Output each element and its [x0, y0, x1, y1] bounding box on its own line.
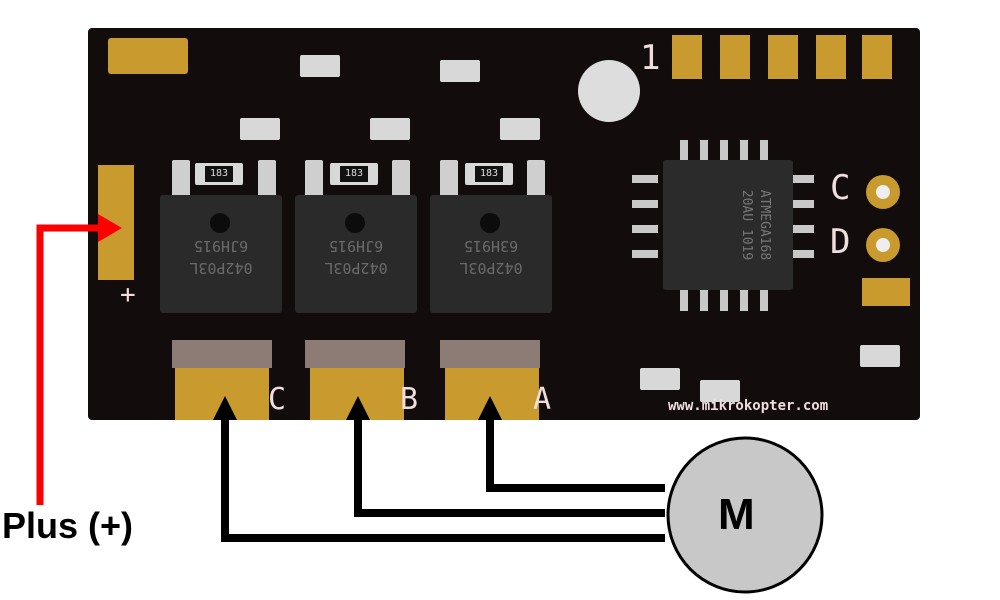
mcu-pin: [632, 200, 658, 208]
header-pad: [862, 35, 892, 79]
phase-b-wire: [354, 412, 665, 517]
plus-label: Plus (+): [2, 505, 134, 546]
smd-resistor: [500, 118, 540, 140]
pin-one-label: 1: [640, 38, 661, 78]
mosfet-leg: [440, 160, 458, 202]
phase-c-label: C: [268, 382, 287, 417]
mcu-pin: [760, 285, 768, 311]
phase-b-label: B: [400, 382, 419, 417]
mosfet-leg: [258, 160, 276, 202]
resistor-marking: 183: [205, 166, 233, 182]
smd-resistor: [240, 118, 280, 140]
resistor-marking: 183: [475, 166, 503, 182]
pad-d-hole: [866, 228, 900, 262]
mosfet-leg: [392, 160, 410, 202]
mcu-pin: [680, 285, 688, 311]
mcu-pin: [632, 175, 658, 183]
phase-c-arrowhead: [213, 396, 237, 420]
mosfet-mark: [480, 213, 500, 233]
mcu-pin: [720, 285, 728, 311]
mcu-pin: [700, 140, 708, 166]
pad-d-label: D: [830, 222, 851, 262]
header-pad: [672, 35, 702, 79]
mosfet-mark: [210, 213, 230, 233]
phase-b-arrowhead: [346, 396, 370, 420]
header-pad: [768, 35, 798, 79]
mosfet-tab: [305, 340, 405, 368]
mcu-pin: [720, 140, 728, 166]
mosfet-leg: [172, 160, 190, 202]
mosfet-tab: [172, 340, 272, 368]
motor-symbol: [666, 436, 824, 594]
header-pad: [816, 35, 846, 79]
header-pad: [720, 35, 750, 79]
board-plus-label: +: [120, 280, 136, 310]
mcu-pin: [740, 140, 748, 166]
mcu-pin: [632, 225, 658, 233]
mounting-hole: [578, 60, 640, 122]
gate-resistor: 183: [465, 163, 513, 185]
mcu-pin: [680, 140, 688, 166]
plus-wire: [36, 224, 100, 505]
motor-label: M: [718, 490, 755, 539]
mcu-pin: [760, 140, 768, 166]
mosfet-tab: [440, 340, 540, 368]
smd-resistor: [640, 368, 680, 390]
smd-resistor: [440, 60, 480, 82]
mcu-pin: [788, 200, 814, 208]
plus-arrowhead: [98, 214, 122, 242]
smd-resistor: [860, 345, 900, 367]
phase-a-label: A: [533, 382, 552, 417]
phase-a-wire: [486, 412, 665, 492]
mcu-pin: [740, 285, 748, 311]
gate-resistor: 183: [195, 163, 243, 185]
pad-c-hole: [866, 175, 900, 209]
mosfet-leg: [305, 160, 323, 202]
smd-resistor: [300, 55, 340, 77]
website-label: www.mikrokopter.com: [668, 398, 829, 414]
mcu-pin: [788, 175, 814, 183]
mcu-pin: [788, 250, 814, 258]
phase-c-wire: [221, 412, 665, 542]
pad-c-label: C: [830, 168, 851, 208]
mcu-pin: [788, 225, 814, 233]
ground-pad: [862, 278, 910, 306]
power-pad-top: [108, 38, 188, 74]
mcu-pin: [632, 250, 658, 258]
phase-a-arrowhead: [478, 396, 502, 420]
smd-resistor: [370, 118, 410, 140]
smd-resistor: [700, 380, 740, 402]
mosfet-leg: [527, 160, 545, 202]
resistor-marking: 183: [340, 166, 368, 182]
mosfet-mark: [345, 213, 365, 233]
gate-resistor: 183: [330, 163, 378, 185]
mcu-pin: [700, 285, 708, 311]
